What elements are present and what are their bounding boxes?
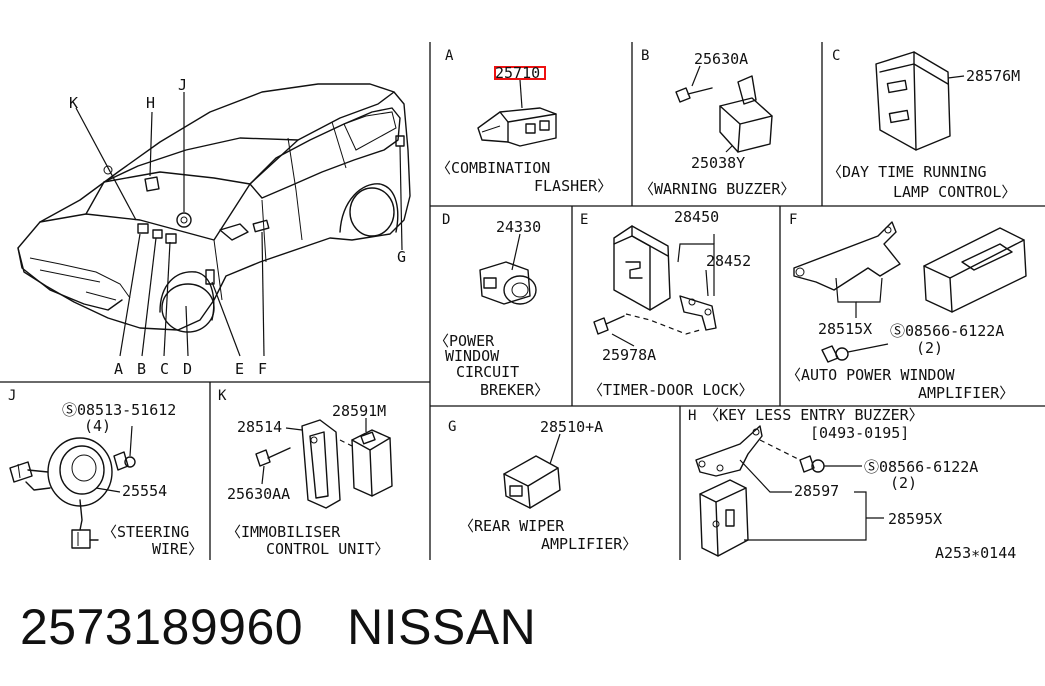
- section-e-caption: 〈TIMER-DOOR LOCK〉: [588, 381, 753, 399]
- callout-e: E: [235, 360, 244, 378]
- callout-a: A: [114, 360, 123, 378]
- section-f-part-b: Ⓢ08566-6122A: [890, 322, 1004, 340]
- section-k-caption-1: 〈IMMOBILISER: [226, 523, 341, 541]
- section-f-auto-window-amp: [793, 221, 1027, 363]
- section-h-part-c: 28595X: [888, 510, 942, 528]
- section-k-caption-2: CONTROL UNIT〉: [266, 540, 389, 558]
- section-c-caption-2: LAMP CONTROL〉: [893, 183, 1016, 201]
- section-d-caption-1: 〈POWER: [434, 332, 495, 350]
- section-k-immobiliser: [255, 418, 393, 509]
- section-g-part: 28510+A: [540, 418, 603, 436]
- section-c-part: 28576M: [966, 67, 1020, 85]
- section-a-letter: A: [445, 48, 454, 64]
- footer: 2573189960 NISSAN: [20, 598, 536, 656]
- section-g-caption-2: AMPLIFIER〉: [541, 535, 637, 553]
- section-e-letter: E: [580, 212, 588, 228]
- section-e-timer-door-lock: [593, 225, 717, 347]
- callout-c: C: [160, 360, 169, 378]
- callout-b: B: [137, 360, 146, 378]
- section-h-title: 〈KEY LESS ENTRY BUZZER〉: [704, 406, 924, 424]
- callout-f: F: [258, 360, 267, 378]
- section-d-caption-2: WINDOW: [445, 347, 500, 365]
- section-c-letter: C: [832, 48, 840, 64]
- section-g-letter: G: [448, 419, 456, 435]
- section-f-letter: F: [789, 212, 797, 228]
- section-e-part-c: 25978A: [602, 346, 656, 364]
- section-d-caption-4: BREKER〉: [480, 381, 549, 399]
- section-f-caption-1: 〈AUTO POWER WINDOW: [786, 366, 955, 384]
- panel-grid: [0, 42, 1045, 560]
- section-h-date-range: [0493-0195]: [810, 424, 909, 442]
- footer-part-number: 2573189960: [20, 599, 304, 655]
- footer-brand: NISSAN: [347, 599, 537, 655]
- section-a-caption-1: 〈COMBINATION: [436, 159, 550, 177]
- section-j-caption-1: 〈STEERING: [102, 523, 189, 541]
- section-d-caption-3: CIRCUIT: [456, 363, 519, 381]
- section-j-part-a-qty: (4): [84, 417, 111, 435]
- callout-d: D: [183, 360, 192, 378]
- section-j-part-a: Ⓢ08513-51612: [62, 401, 176, 419]
- section-j-steering-wire: [9, 425, 136, 549]
- section-d-letter: D: [442, 212, 450, 228]
- section-g-caption-1: 〈REAR WIPER: [459, 517, 565, 535]
- section-c-drl-control: [875, 51, 965, 151]
- section-b-caption: 〈WARNING BUZZER〉: [639, 180, 795, 198]
- section-f-part-b-qty: (2): [916, 339, 943, 357]
- section-a-caption-2: FLASHER〉: [534, 177, 612, 195]
- drawing-code: A253∗0144: [935, 544, 1016, 562]
- section-d-circuit-breaker: [479, 233, 537, 305]
- section-b-warning-buzzer: [675, 65, 773, 153]
- section-f-part-a: 28515X: [818, 320, 872, 338]
- section-c-caption-1: 〈DAY TIME RUNNING: [827, 163, 987, 181]
- section-k-letter: K: [218, 388, 227, 404]
- section-j-part-b: 25554: [122, 482, 167, 500]
- section-d-part: 24330: [496, 218, 541, 236]
- section-b-part-top: 25630A: [694, 50, 748, 68]
- callout-g: G: [397, 248, 406, 266]
- callout-j: J: [178, 76, 187, 94]
- section-h-keyless-buzzer: [695, 425, 884, 557]
- section-k-part-c: 25630AA: [227, 485, 290, 503]
- section-h-letter: H: [688, 408, 696, 424]
- section-j-caption-2: WIRE〉: [152, 540, 203, 558]
- section-k-part-a: 28514: [237, 418, 282, 436]
- section-h-part-a: Ⓢ08566-6122A: [864, 458, 978, 476]
- section-f-caption-2: AMPLIFIER〉: [918, 384, 1014, 402]
- section-h-part-a-qty: (2): [890, 474, 917, 492]
- car-overview: [17, 83, 411, 357]
- callout-h: H: [146, 94, 155, 112]
- section-e-part-a: 28450: [674, 208, 719, 226]
- section-b-part-bottom: 25038Y: [691, 154, 745, 172]
- callout-k: K: [69, 94, 78, 112]
- section-b-letter: B: [641, 48, 649, 64]
- section-a-combination-flasher: [477, 66, 557, 147]
- section-k-part-b: 28591M: [332, 402, 386, 420]
- section-g-rear-wiper-amp: [503, 433, 561, 509]
- section-e-part-b: 28452: [706, 252, 751, 270]
- section-h-part-b: 28597: [794, 482, 839, 500]
- section-j-letter: J: [8, 388, 16, 404]
- section-a-part: 25710: [495, 64, 540, 82]
